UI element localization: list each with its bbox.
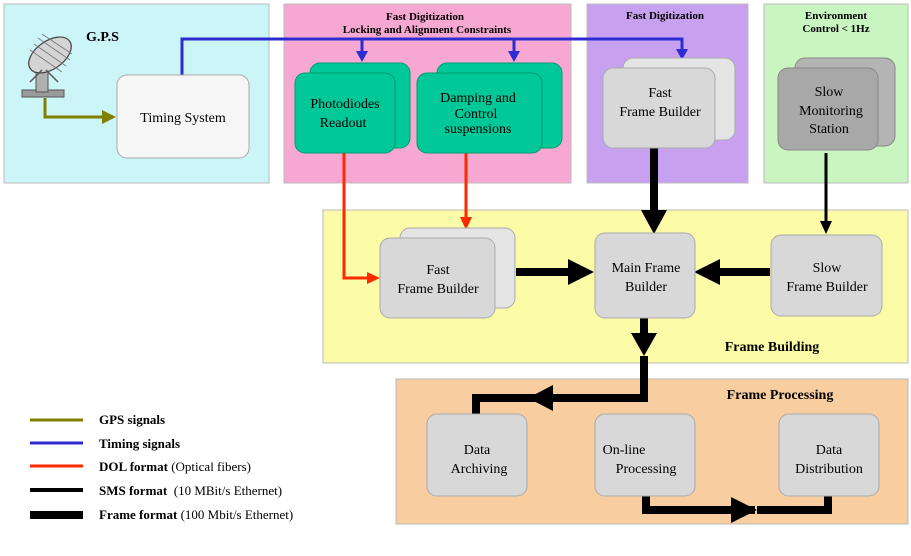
sms-arrowhead-slow-fb	[820, 221, 832, 234]
frame-line-distribution-tail	[757, 496, 832, 514]
online-processing-box	[594, 413, 696, 497]
legend-label-frame: Frame format (100 Mbit/s Ethernet)	[99, 507, 293, 522]
zone-fast-lock-label-1: Fast Digitization	[386, 11, 464, 23]
fast-fb-mid-label-2: Frame Builder	[397, 282, 479, 297]
frame-line-to-archiving	[472, 356, 648, 415]
dol-arrowhead-damping	[460, 217, 472, 230]
damping-label-2: Control	[455, 107, 498, 122]
photodiodes-box	[294, 72, 396, 154]
frame-arrowhead-main-left	[568, 259, 594, 285]
main-fb-box	[594, 232, 696, 319]
legend-label-dol: DOL format (Optical fibers)	[99, 459, 251, 474]
gps-signal-line	[43, 98, 103, 119]
data-archiving-label-1: Data	[464, 443, 491, 458]
online-processing-label-1: On-line	[603, 443, 646, 458]
main-fb-label-1: Main Frame	[612, 261, 681, 276]
frame-line-to-distribution	[642, 490, 755, 514]
damping-box	[416, 72, 543, 154]
legend-label-sms: SMS format (10 MBit/s Ethernet)	[99, 483, 282, 498]
damping-label-1: Damping and	[440, 91, 516, 106]
photodiodes-label-2: Readout	[320, 116, 367, 131]
fast-fb-top-box	[602, 67, 716, 149]
fast-fb-top-label-2: Frame Builder	[619, 105, 701, 120]
satellite-dish-icon	[21, 33, 73, 98]
data-distribution-label-2: Distribution	[795, 462, 863, 477]
frame-arrowhead-processing	[631, 333, 657, 356]
frame-arrowhead-main-top	[641, 210, 667, 234]
zone-gps-label: G.P.S	[86, 30, 119, 45]
legend-label-timing: Timing signals	[99, 436, 180, 451]
data-distribution-label-1: Data	[816, 443, 843, 458]
slow-fb-label-2: Frame Builder	[786, 280, 868, 295]
data-distribution-box	[778, 413, 880, 497]
frame-arrowhead-distribution	[731, 497, 757, 523]
slow-monitoring-label-3: Station	[809, 122, 849, 137]
slow-fb-box	[770, 234, 883, 317]
damping-label-3: suspensions	[445, 122, 512, 137]
frame-arrowhead-main-right	[694, 259, 720, 285]
zone-environment-label-2: Control < 1Hz	[802, 23, 869, 35]
fast-fb-mid-box	[379, 237, 496, 319]
data-archiving-box	[426, 413, 528, 497]
timing-arrowhead-fast-fb	[676, 49, 688, 60]
zone-frame-building-label: Frame Building	[725, 340, 820, 355]
timing-arrowhead-damping	[508, 51, 520, 62]
fast-fb-top-label-1: Fast	[648, 86, 671, 101]
dol-line-photodiodes	[342, 153, 368, 280]
zone-frame-processing-label: Frame Processing	[727, 388, 834, 403]
dol-arrowhead-photodiodes	[367, 272, 380, 284]
slow-monitoring-label-2: Monitoring	[799, 104, 863, 119]
fast-fb-mid-label-1: Fast	[426, 263, 449, 278]
legend: GPS signals Timing signals DOL format (O…	[30, 412, 293, 522]
slow-monitoring-box	[777, 67, 879, 151]
data-archiving-label-2: Archiving	[451, 462, 508, 477]
photodiodes-label-1: Photodiodes	[310, 97, 379, 112]
frame-arrowhead-archiving-tip	[528, 385, 553, 411]
legend-label-gps: GPS signals	[99, 412, 165, 427]
slow-monitoring-label-1: Slow	[815, 85, 845, 100]
online-processing-label-2: Processing	[616, 462, 677, 477]
main-fb-label-2: Builder	[625, 280, 667, 295]
timing-system-box	[116, 74, 250, 159]
timing-arrowhead-photodiodes	[356, 51, 368, 62]
zone-fast-digit-label: Fast Digitization	[626, 10, 704, 22]
zone-fast-lock-label-2: Locking and Alignment Constraints	[343, 24, 512, 36]
gps-signal-arrowhead	[102, 110, 116, 124]
timing-signal-line	[180, 37, 684, 75]
timing-system-label: Timing System	[140, 111, 226, 126]
zone-environment-label-1: Environment	[805, 10, 867, 22]
slow-fb-label-1: Slow	[813, 261, 843, 276]
